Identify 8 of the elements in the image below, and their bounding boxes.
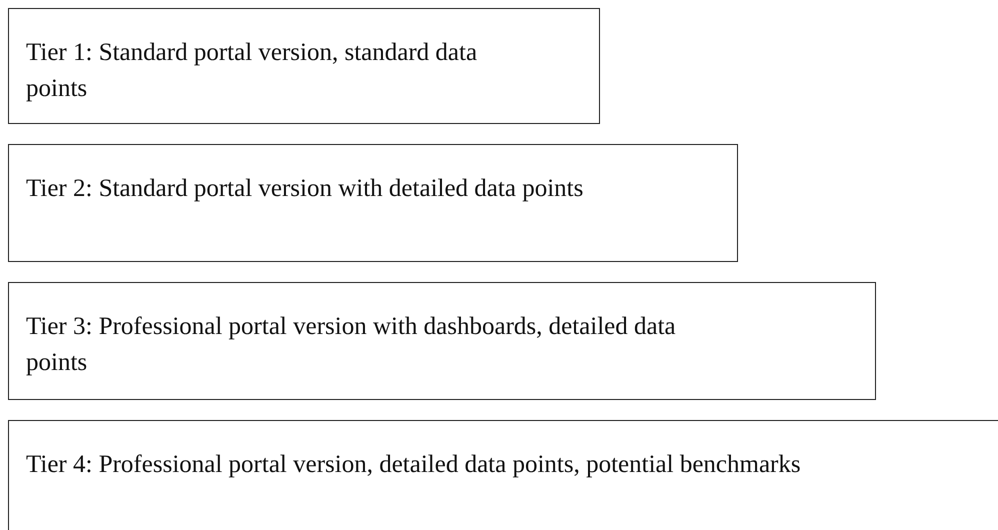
tier-description: Tier 1: Standard portal version, standard data points	[26, 38, 478, 104]
tier-description: Tier 4: Professional portal version, detailed data points, potential benchmarks	[26, 450, 802, 480]
tier-box	[8, 282, 876, 400]
tier-box	[8, 8, 600, 124]
tier-description: Tier 3: Professional portal version with dashboards, detailed data points	[26, 312, 677, 378]
tier-box	[8, 420, 998, 530]
tier-description: Tier 2: Standard portal version with detailed data points	[26, 174, 584, 204]
tier-box	[8, 144, 738, 262]
